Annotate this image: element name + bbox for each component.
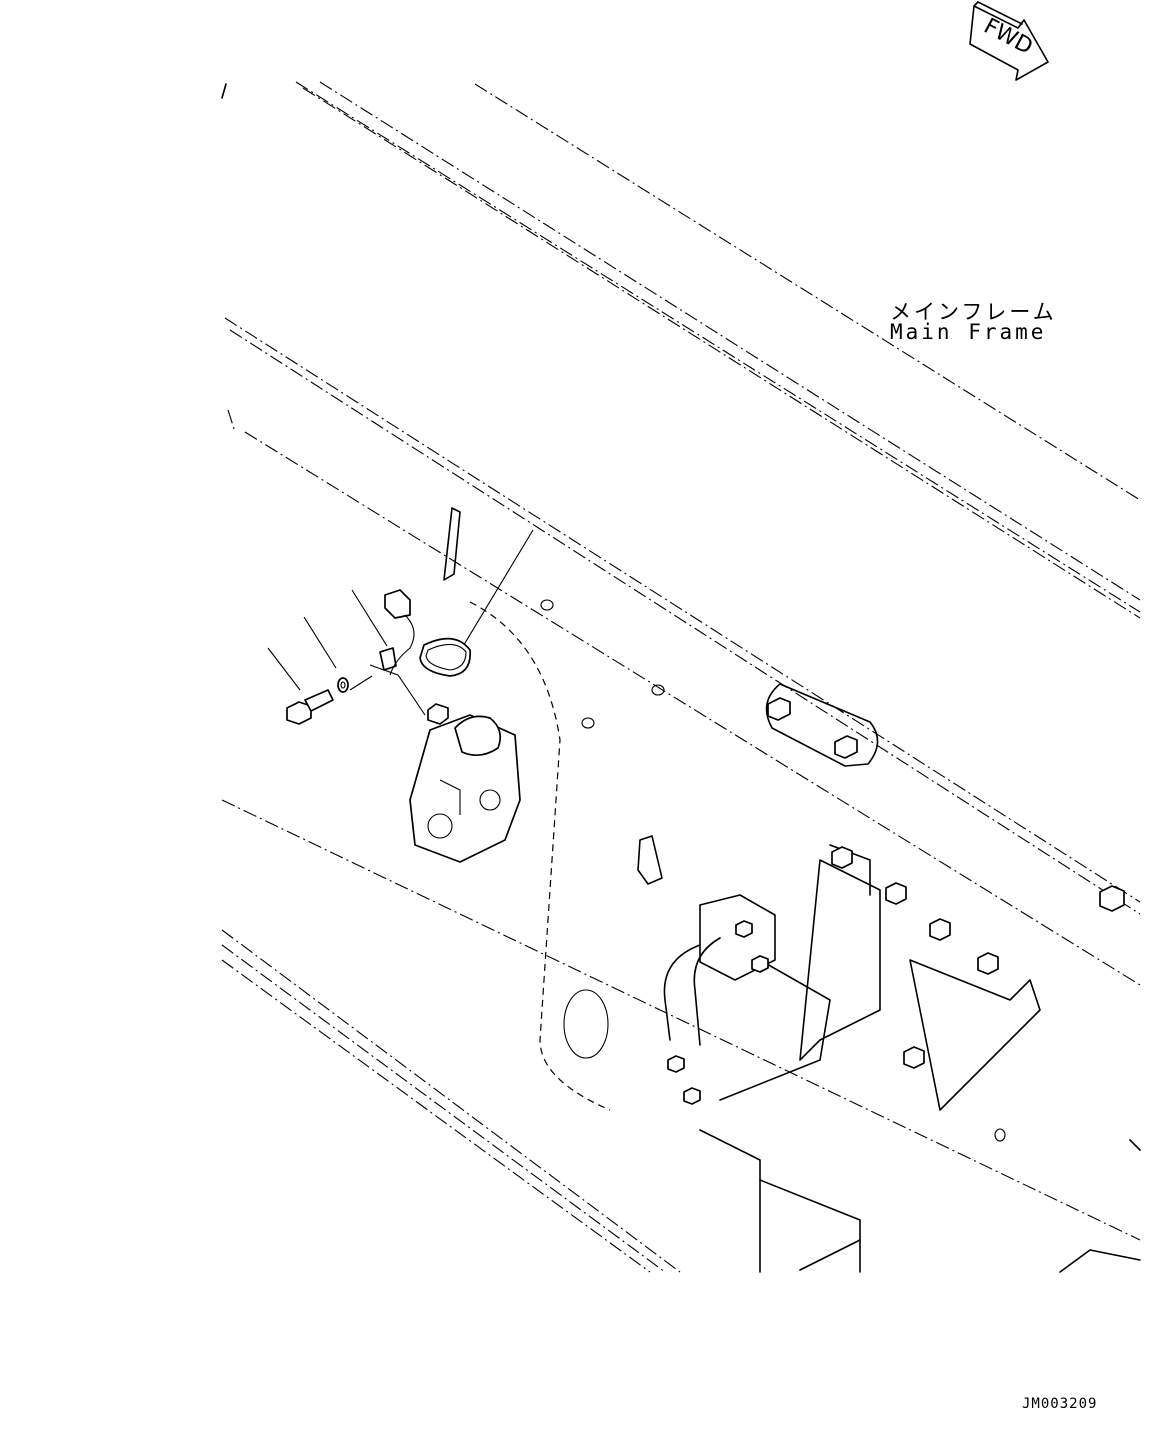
frame-bracket-assembly — [663, 844, 1141, 1273]
frame-link-plate — [765, 683, 879, 767]
fwd-direction-marker: FWD — [969, 1, 1049, 81]
main-frame-label-en: Main Frame — [890, 320, 1047, 344]
washer — [337, 677, 349, 693]
harness-loop — [384, 589, 471, 677]
main-frame-outline — [221, 81, 1141, 1273]
frame-bolts — [667, 846, 1125, 1105]
main-frame-label-jp: メインフレーム — [890, 300, 1057, 324]
frame-web-slot — [443, 507, 611, 1111]
valve-block — [409, 703, 521, 863]
leader-lines — [267, 529, 534, 691]
bolt — [286, 689, 334, 725]
frame-holes — [540, 599, 1006, 1142]
slot-plate — [637, 835, 663, 885]
sensor-bracket — [349, 647, 426, 716]
drawing-code: JM003209 — [1022, 1396, 1098, 1412]
break-mark — [221, 83, 227, 99]
